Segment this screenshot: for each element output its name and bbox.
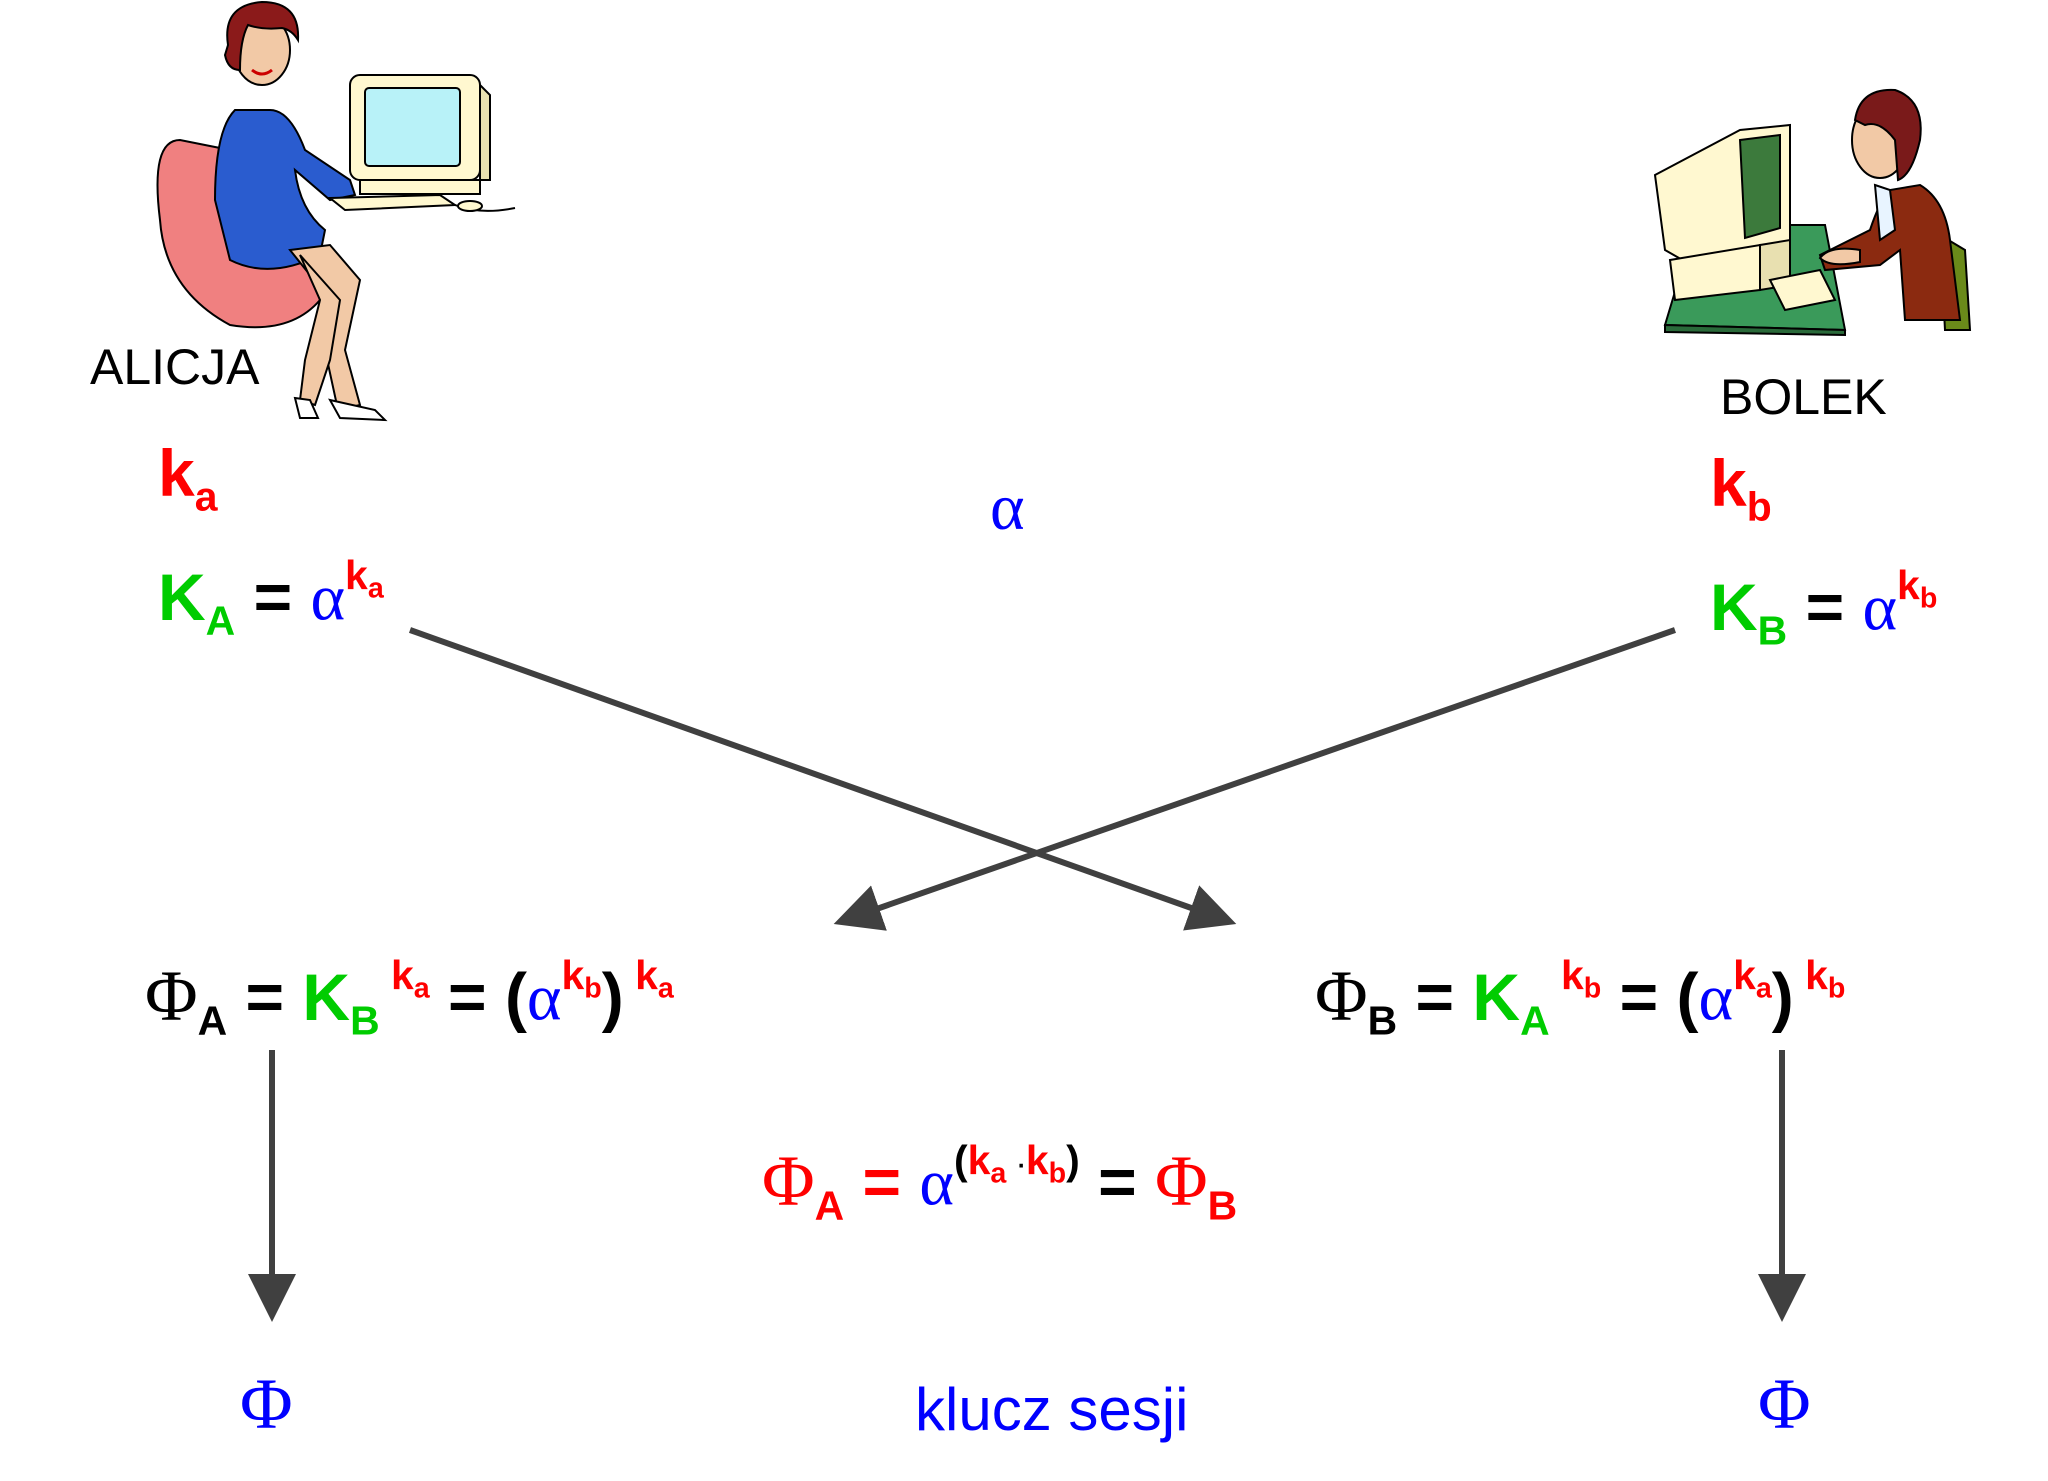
bob-public-key-equation: KB = αkb [1710,562,1938,653]
bob-private-key: kb [1710,446,1772,530]
alice-name: ALICJA [90,339,260,395]
session-key-label: klucz sesji [915,1376,1189,1443]
arrow-bob-key-to-alice [833,627,1676,931]
arrow-alice-key-to-bob [408,627,1237,931]
bob-session-key: Φ [1758,1364,1811,1444]
alice-public-key-equation: KA = αka [158,552,384,643]
bob-name: BOLEK [1720,369,1887,425]
alice-shared-secret-equation: ΦA = KB ka = (αkb) ka [145,952,674,1043]
bob-shared-secret-equation: ΦB = KA kb = (αka) kb [1315,952,1846,1043]
alice-session-key: Φ [240,1364,293,1444]
generator-alpha: α [990,471,1025,544]
shared-secret-identity: ΦA = α(ka ·kb) = ΦB [762,1137,1238,1228]
alice-private-key: ka [158,436,218,520]
